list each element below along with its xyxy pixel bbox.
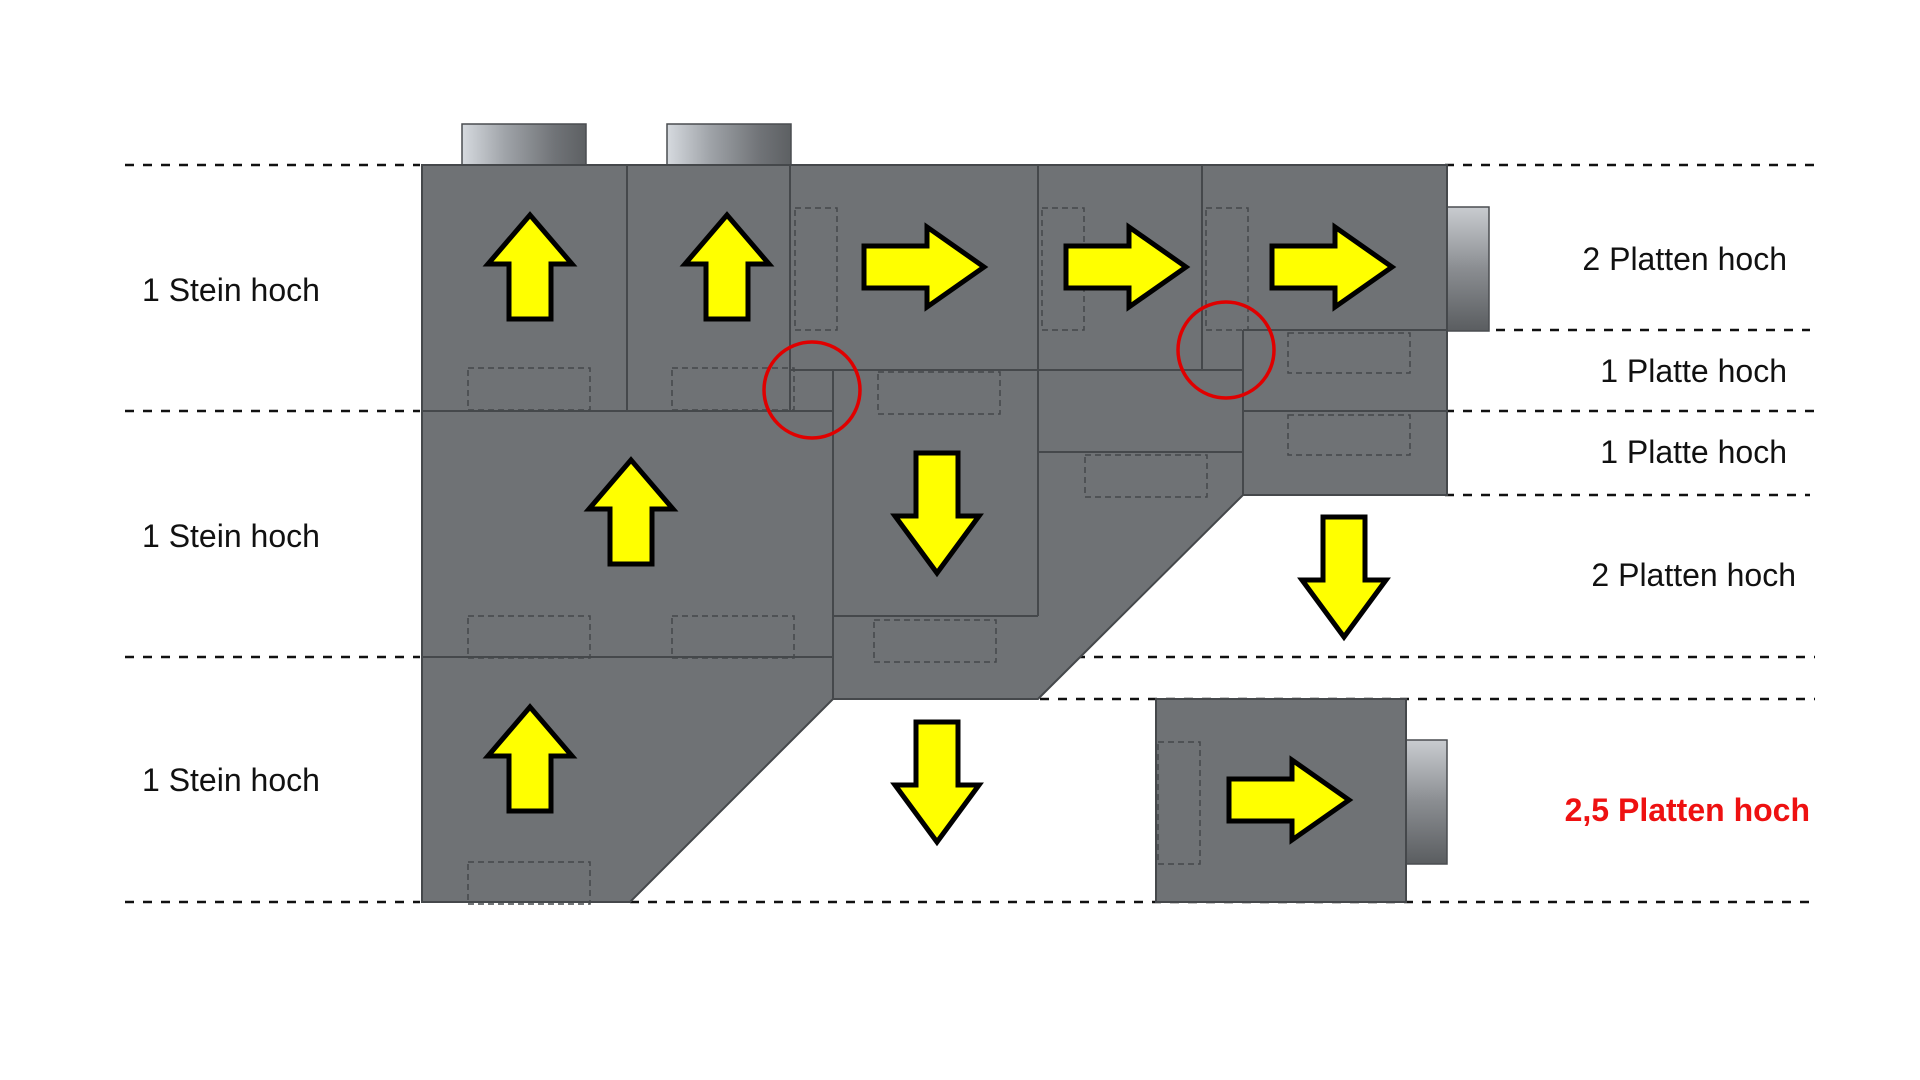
hidden-recess: [1287, 414, 1411, 456]
hidden-recess: [873, 619, 997, 663]
arrow-down-icon: [1297, 514, 1391, 642]
arrow-right-icon: [1226, 755, 1354, 845]
arrow-up-icon: [482, 211, 578, 322]
red-circle-left: [762, 340, 862, 440]
hidden-recess: [467, 615, 591, 659]
label-row-1: 1 Stein hoch: [142, 272, 320, 308]
side-pipe-bottom: [1404, 739, 1448, 865]
label-right-3: 1 Platte hoch: [1600, 434, 1787, 470]
label-highlight: 2,5 Platten hoch: [1564, 792, 1810, 828]
hidden-recess: [1205, 207, 1249, 331]
arrow-up-icon: [679, 211, 775, 322]
direction-arrows: [482, 211, 1397, 847]
arrow-down-icon: [890, 450, 984, 578]
arrow-down-icon: [890, 719, 984, 847]
hidden-recess: [1084, 454, 1208, 498]
label-right-1: 2 Platten hoch: [1582, 241, 1787, 277]
hidden-recess: [1287, 332, 1411, 374]
side-pipe-top: [1446, 206, 1490, 332]
hidden-recess: [467, 367, 591, 411]
hidden-recess: [467, 861, 591, 905]
label-right-4: 2 Platten hoch: [1591, 557, 1796, 593]
label-row-3: 1 Stein hoch: [142, 762, 320, 798]
hidden-recess: [671, 367, 795, 411]
hidden-outlines: [467, 207, 1411, 905]
arrow-right-icon: [1063, 222, 1191, 312]
hidden-recess: [1157, 741, 1201, 865]
highlight-circles: [762, 300, 1276, 440]
label-row-2: 1 Stein hoch: [142, 518, 320, 554]
hidden-recess: [671, 615, 795, 659]
hidden-recess: [794, 207, 838, 331]
label-right-2: 1 Platte hoch: [1600, 353, 1787, 389]
arrow-up-icon: [583, 456, 679, 567]
arrow-right-icon: [1269, 222, 1397, 312]
arrow-up-icon: [482, 703, 578, 814]
red-circle-right: [1176, 300, 1276, 400]
top-pipe-left: [461, 123, 587, 167]
arrow-right-icon: [861, 222, 989, 312]
hidden-recess: [877, 371, 1001, 415]
top-pipe-right: [666, 123, 792, 167]
